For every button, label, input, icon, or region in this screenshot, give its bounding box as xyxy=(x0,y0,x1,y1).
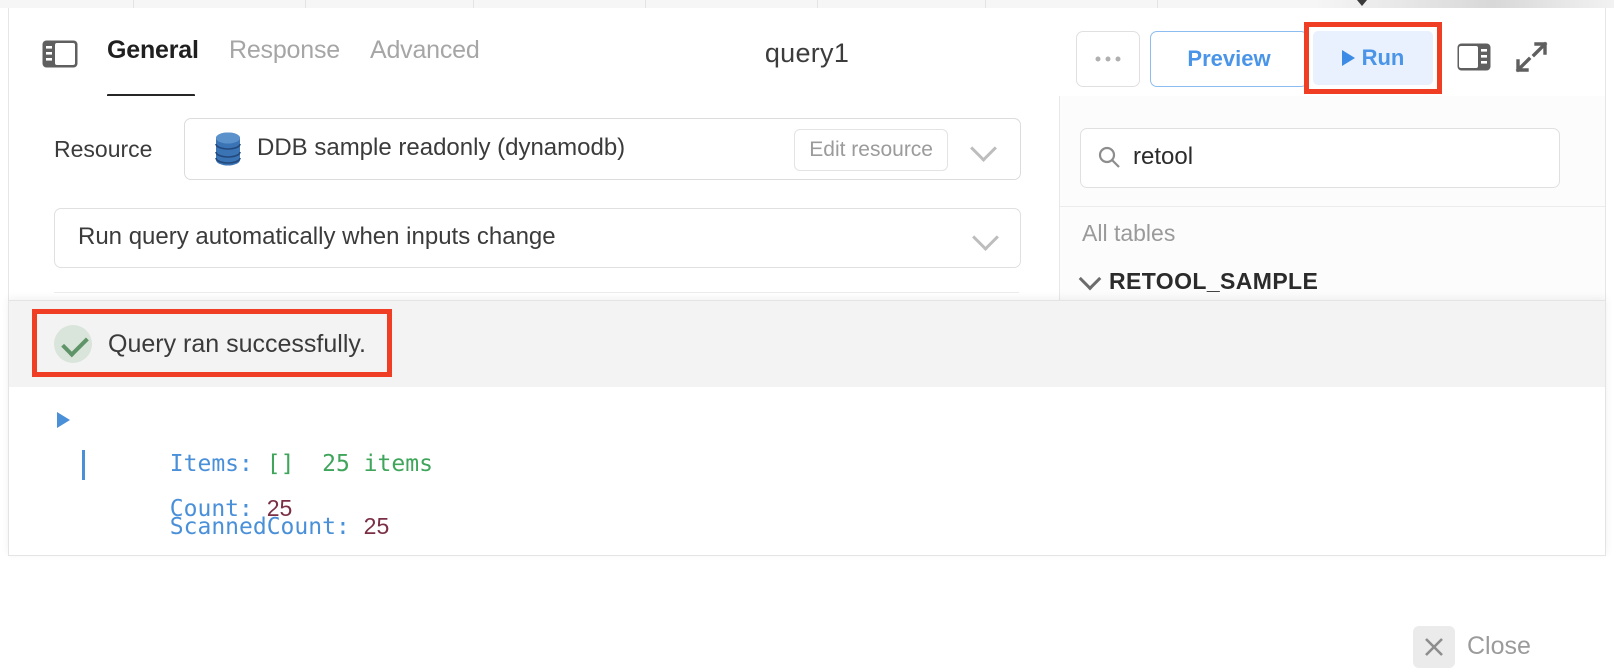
json-line-items[interactable]: Items: [] 25 items xyxy=(9,399,1605,477)
run-button-highlight xyxy=(1304,22,1442,94)
expand-triangle-icon[interactable] xyxy=(57,412,70,428)
json-key-scannedcount: ScannedCount: xyxy=(169,514,350,540)
dynamodb-database-icon xyxy=(212,131,244,167)
status-message: Query ran successfully. xyxy=(108,330,366,358)
right-panel-toggle-icon[interactable] xyxy=(1457,43,1491,71)
play-icon xyxy=(1341,50,1355,66)
close-button[interactable]: Close xyxy=(1467,632,1531,660)
chevron-down-icon[interactable] xyxy=(972,224,999,251)
expand-arrows-icon[interactable] xyxy=(1514,41,1548,73)
chevron-down-icon xyxy=(1078,267,1102,290)
dropdown-caret-indicator xyxy=(1357,0,1367,6)
json-value-count: 25 xyxy=(266,495,293,521)
json-brackets: [] xyxy=(266,451,295,477)
search-input-value: retool xyxy=(1133,143,1194,170)
search-input[interactable]: retool xyxy=(1080,128,1560,188)
query-results-panel: Query ran successfully. Close Items: [] … xyxy=(8,300,1606,668)
tab-advanced[interactable]: Advanced xyxy=(370,36,480,64)
json-result-viewer: Items: [] 25 items Count: 25 ScannedCoun… xyxy=(9,387,1605,555)
resource-value: DDB sample readonly (dynamodb) xyxy=(257,134,626,161)
left-panel-toggle-icon[interactable] xyxy=(42,40,78,68)
page-title: query1 xyxy=(764,38,850,68)
json-key-items: Items: xyxy=(169,451,253,477)
json-items-count: 25 items xyxy=(322,451,433,477)
run-button[interactable]: Run xyxy=(1313,31,1433,85)
schema-group-retool-sample[interactable]: RETOOL_SAMPLE xyxy=(1078,267,1319,295)
preview-button[interactable]: Preview xyxy=(1150,31,1308,87)
text-caret xyxy=(82,450,85,480)
trigger-mode-value: Run query automatically when inputs chan… xyxy=(78,223,556,250)
edit-resource-button[interactable]: Edit resource xyxy=(794,129,948,171)
query-editor-header: General Response Advanced query1 Preview… xyxy=(9,8,1605,98)
status-banner-highlight xyxy=(32,309,392,377)
resource-select[interactable]: DDB sample readonly (dynamodb) Edit reso… xyxy=(184,118,1021,180)
tab-general[interactable]: General xyxy=(107,36,199,64)
panel-divider xyxy=(1060,206,1605,207)
section-divider xyxy=(54,292,1019,293)
close-x-icon[interactable] xyxy=(1413,626,1455,668)
window-chrome-strip xyxy=(0,0,1614,8)
all-tables-label: All tables xyxy=(1082,220,1176,246)
json-line-scannedcount: ScannedCount: 25 xyxy=(9,487,1605,540)
resource-row: Resource DDB sample readonly (dynamodb) xyxy=(9,118,1059,180)
run-button-label: Run xyxy=(1361,45,1405,70)
json-line-count: Count: 25 xyxy=(9,443,1605,522)
json-key-count: Count: xyxy=(169,496,253,522)
trigger-mode-select[interactable]: Run query automatically when inputs chan… xyxy=(54,208,1021,268)
more-options-button[interactable] xyxy=(1076,31,1140,87)
ellipsis-icon xyxy=(1095,56,1121,62)
resource-label: Resource xyxy=(54,136,153,162)
check-circle-icon xyxy=(54,325,92,363)
search-icon xyxy=(1098,146,1120,168)
chevron-down-icon[interactable] xyxy=(970,135,997,162)
json-value-scannedcount: 25 xyxy=(363,513,390,539)
tab-response[interactable]: Response xyxy=(229,36,340,64)
schema-group-label: RETOOL_SAMPLE xyxy=(1109,268,1319,294)
